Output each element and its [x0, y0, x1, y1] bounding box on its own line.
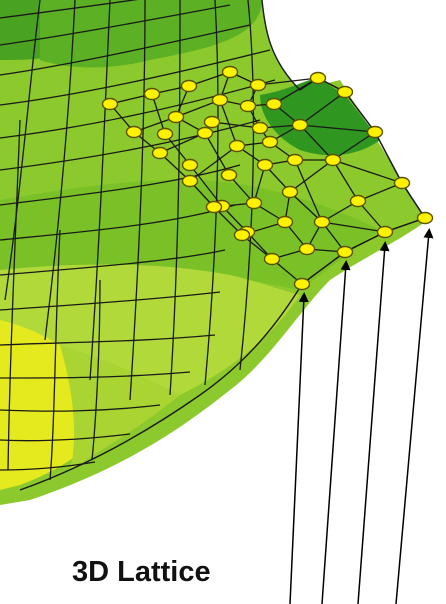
lattice-node — [180, 79, 198, 93]
lattice-node — [245, 196, 263, 210]
grid-col-line — [239, 0, 255, 371]
lattice-nodes — [101, 65, 434, 291]
lattice-node — [376, 225, 394, 239]
grid-col-line — [204, 0, 219, 386]
grid-col-line — [129, 0, 146, 401]
grid-row-line — [0, 49, 271, 106]
lattice-edge — [159, 91, 346, 154]
lattice-node — [203, 115, 221, 129]
surface-mid-band — [0, 180, 380, 290]
grid-row-line — [0, 404, 161, 412]
lattice-node — [143, 87, 161, 101]
lattice-node — [205, 200, 223, 214]
lattice-node — [261, 135, 279, 149]
lattice-node — [291, 118, 309, 132]
lattice-node — [167, 110, 185, 124]
lattice-node — [181, 174, 199, 188]
surface-dark-peak — [260, 78, 380, 156]
lattice-node — [416, 211, 434, 225]
surface-grid — [0, 0, 427, 491]
lattice-node — [196, 126, 214, 140]
grid-col-line — [169, 0, 181, 396]
grid-col-line — [89, 0, 111, 381]
grid-row-line — [0, 79, 276, 139]
lattice-node — [233, 228, 251, 242]
lattice-node — [349, 194, 367, 208]
lattice-node — [281, 185, 299, 199]
lattice-node — [125, 125, 143, 139]
grid-col-line — [7, 119, 21, 471]
grid-row-line — [0, 0, 139, 19]
lattice-node — [324, 153, 342, 167]
lattice-node — [298, 242, 316, 256]
grid-row-line — [0, 371, 191, 379]
lattice-node — [309, 71, 327, 85]
lattice-node — [220, 168, 238, 182]
surface-edge — [19, 0, 427, 491]
lattice-node — [336, 245, 354, 259]
arrow-up-icon — [321, 260, 351, 604]
arrow-up-icon — [357, 241, 390, 604]
grid-row-line — [0, 164, 241, 206]
grid-row-line — [0, 334, 216, 346]
grid-row-line — [0, 249, 226, 276]
lattice-node — [276, 215, 294, 229]
caption-label: 3D Lattice — [72, 556, 211, 588]
grid-col-line — [49, 229, 61, 481]
grid-col-line — [44, 0, 76, 341]
arrow-up-icon — [289, 292, 309, 604]
grid-col-line — [4, 0, 41, 301]
lattice-node — [251, 121, 269, 135]
grid-row-line — [0, 291, 221, 311]
lattice-node — [249, 78, 267, 92]
lattice-node — [393, 176, 411, 190]
lattice-node — [211, 93, 229, 107]
lattice-node — [265, 97, 283, 111]
lattice-node — [263, 252, 281, 266]
lattice-node — [293, 277, 311, 291]
lattice-node — [101, 97, 119, 111]
lattice-node — [221, 65, 239, 79]
surface-dark-top2 — [40, 0, 262, 68]
lattice-node — [366, 125, 384, 139]
lattice-node — [239, 99, 257, 113]
grid-row-line — [0, 119, 261, 171]
grid-row-line — [0, 4, 231, 46]
grid-row-line — [0, 433, 131, 442]
lattice-node — [256, 158, 274, 172]
lattice-node — [228, 139, 246, 153]
lattice-node — [313, 215, 331, 229]
lattice-node — [156, 127, 174, 141]
lattice-node — [181, 158, 199, 172]
lattice-node — [286, 153, 304, 167]
lattice-edge — [344, 91, 426, 219]
lattice-edge — [301, 217, 426, 285]
grid-col-line — [91, 279, 101, 461]
lattice-node — [151, 146, 169, 160]
lattice-node — [336, 85, 354, 99]
arrow-up-icon — [395, 228, 434, 604]
arrows — [289, 228, 434, 604]
